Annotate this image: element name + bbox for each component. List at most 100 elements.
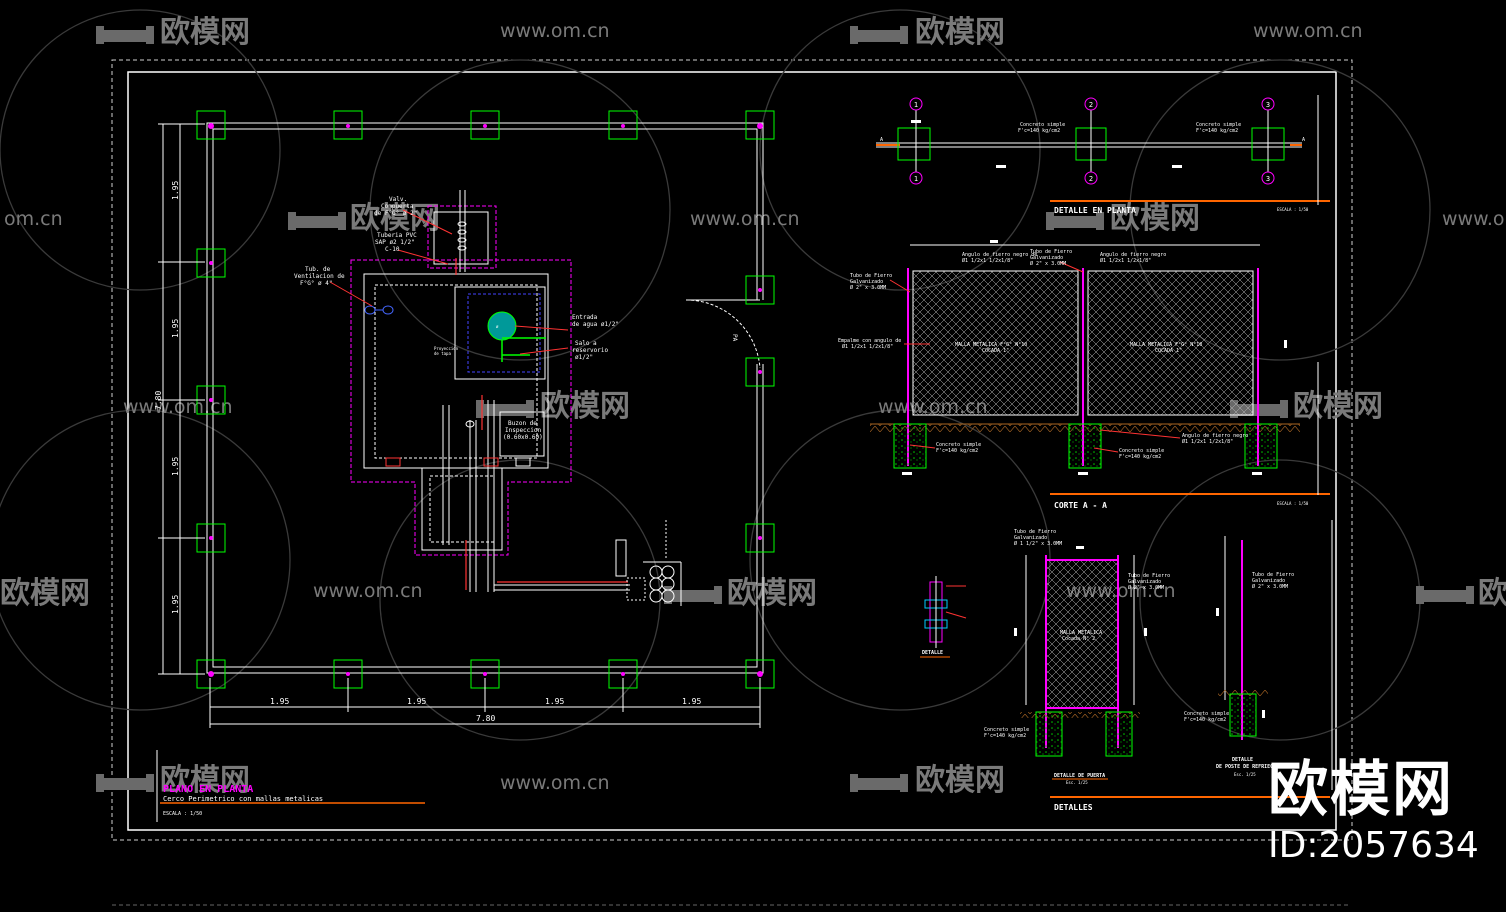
svg-text:Compuerta: Compuerta	[381, 203, 414, 210]
svg-text:COCADA 1": COCADA 1"	[1155, 348, 1182, 354]
svg-text:F°G° ø 4": F°G° ø 4"	[300, 280, 333, 287]
section-leaders	[889, 261, 1181, 453]
svg-text:MALLA METALICA F°G° N°10: MALLA METALICA F°G° N°10	[1130, 342, 1202, 348]
horizontal-dimension-labels: 1.95 1.95 1.95 1.95 7.80	[270, 697, 701, 723]
svg-text:Tubo de Fierro: Tubo de Fierro	[1030, 249, 1072, 255]
watermark-brand: 欧模网	[0, 576, 90, 611]
plan-notes: Valv. Compuerta de F°G° ø 2" Tuberia PVC…	[294, 196, 619, 441]
svg-text:1: 1	[914, 101, 918, 109]
watermark-url: www.om.cn	[500, 20, 610, 42]
vertical-dimensions	[158, 123, 205, 675]
watermark-brand: 欧模网	[915, 763, 1005, 798]
plan-subtitle: Cerco Perimetrico con mallas metalicas	[163, 795, 323, 803]
watermark-brand: 欧模网	[350, 201, 440, 236]
watermark-url: www.om.cn	[123, 396, 233, 418]
watermark-brand: 欧模网	[1110, 201, 1200, 236]
watermark-brand: 欧模网	[160, 15, 250, 50]
watermark-brand: 欧模网	[160, 763, 250, 798]
svg-text:MALLA METALICA F°G° N°10: MALLA METALICA F°G° N°10	[955, 342, 1027, 348]
svg-text:1.95: 1.95	[171, 457, 180, 476]
svg-text:Entrada: Entrada	[572, 314, 598, 321]
sofa-icon	[850, 774, 908, 792]
sofa-icon	[1046, 212, 1104, 230]
svg-text:Galvanizado: Galvanizado	[1030, 255, 1063, 261]
svg-text:Angulo de fierro negro: Angulo de fierro negro	[1100, 252, 1166, 258]
axis-lines	[915, 110, 1269, 172]
svg-text:DETALLE: DETALLE	[1232, 757, 1253, 763]
watermark-url: www.om.cn	[500, 772, 610, 794]
svg-text:Buzon de: Buzon de	[508, 420, 537, 427]
svg-text:MALLA METALICA: MALLA METALICA	[1060, 630, 1102, 636]
svg-text:C-10: C-10	[385, 246, 400, 253]
plan-view: PA	[154, 110, 775, 822]
door-notes: Tubo de Fierro Galvanizado Ø 1 1/2" x 3.…	[984, 529, 1170, 785]
dim-ticks	[911, 120, 1182, 168]
watermark-brand: 欧模网	[915, 15, 1005, 50]
svg-text:1.95: 1.95	[171, 319, 180, 338]
details-title: DETALLES	[1054, 803, 1093, 812]
svg-text:Ø 2" x 3.0MM: Ø 2" x 3.0MM	[850, 284, 886, 291]
door-detail	[1014, 546, 1147, 757]
watermark-url: www.om.cn	[1442, 208, 1506, 230]
svg-text:Ø 2" x 3.0MM: Ø 2" x 3.0MM	[1252, 583, 1288, 590]
inner-sheet-border	[127, 71, 1337, 831]
vertical-dimension-labels: 1.95 1.95 1.95 1.95 7.80	[154, 181, 180, 614]
svg-text:F'c=140 kg/cm2: F'c=140 kg/cm2	[984, 733, 1026, 739]
horizontal-dimensions	[209, 678, 761, 728]
gate-opening	[752, 300, 768, 364]
details-area: DETALLE Tubo de Fierro Galvanizado Ø 1 1…	[920, 95, 1333, 812]
svg-text:Ø 2" x 3.0MM: Ø 2" x 3.0MM	[1128, 584, 1164, 591]
svg-text:3: 3	[1266, 101, 1270, 109]
sofa-icon	[850, 26, 908, 44]
watermark-url: www.om.cn	[690, 208, 800, 230]
svg-text:1.95: 1.95	[270, 697, 289, 706]
svg-text:Angulo de fierro negro: Angulo de fierro negro	[1182, 433, 1248, 439]
plan-scale: ESCALA : 1/50	[163, 811, 202, 817]
sofa-icon	[96, 774, 154, 792]
footing	[1068, 423, 1102, 469]
svg-text:Concreto simple: Concreto simple	[984, 727, 1029, 733]
mesh-panel-left	[912, 270, 1079, 416]
svg-text:Ø1 1/2x1 1/2x1/8": Ø1 1/2x1 1/2x1/8"	[1182, 438, 1233, 445]
section-dim-ticks	[902, 240, 1287, 475]
svg-text:1.95: 1.95	[545, 697, 564, 706]
red-piping	[455, 258, 628, 590]
svg-text:Concreto simple: Concreto simple	[1119, 448, 1164, 454]
sofa-icon	[664, 586, 722, 604]
svg-text:Ø1 1/2x1 1/2x1/8": Ø1 1/2x1 1/2x1/8"	[962, 257, 1013, 264]
watermark-brand: 欧模网	[1478, 576, 1506, 611]
svg-text:A: A	[1302, 137, 1305, 143]
svg-text:Concreto simple: Concreto simple	[1184, 711, 1229, 717]
detail-plan-title: DETALLE EN PLANTA	[1054, 206, 1136, 215]
svg-text:de tapa: de tapa	[434, 351, 451, 356]
plan-title: PLANO EN PLANTA	[163, 784, 253, 795]
logo-id: ID:2057634	[1268, 825, 1479, 866]
svg-text:1.95: 1.95	[171, 595, 180, 614]
svg-text:1.95: 1.95	[171, 181, 180, 200]
svg-text:A: A	[880, 137, 883, 143]
svg-text:Esc. 1/25: Esc. 1/25	[1234, 772, 1256, 777]
svg-text:Proyeccion: Proyeccion	[434, 346, 459, 351]
svg-text:F'c=140 kg/cm2: F'c=140 kg/cm2	[1184, 717, 1226, 723]
svg-text:de agua ø1/2": de agua ø1/2"	[572, 321, 619, 328]
hinge-detail	[924, 576, 967, 648]
svg-text:Galvanizado: Galvanizado	[850, 279, 883, 285]
svg-text:ø1/2": ø1/2"	[575, 354, 593, 361]
svg-text:2: 2	[1089, 101, 1093, 109]
watermark-brand: 欧模网	[1293, 389, 1383, 424]
svg-text:1: 1	[914, 175, 918, 183]
svg-text:1.95: 1.95	[407, 697, 426, 706]
reservoir	[350, 190, 630, 592]
svg-text:ø: ø	[496, 324, 499, 329]
svg-text:Ø 2" x 3.0MM: Ø 2" x 3.0MM	[1030, 260, 1066, 267]
post-notes: Tubo de Fierro Galvanizado Ø 2" x 3.0MM …	[1184, 572, 1294, 777]
svg-text:1.95: 1.95	[682, 697, 701, 706]
svg-text:de F°G° ø 2": de F°G° ø 2"	[374, 210, 417, 217]
svg-text:Tubo de Fierro: Tubo de Fierro	[1014, 529, 1056, 535]
mesh-panel-right	[1087, 270, 1254, 416]
vent-pipe-symbol	[364, 305, 394, 315]
detail-plan-notes: Concreto simple F'c=140 kg/cm2 Concreto …	[880, 122, 1305, 143]
watermark-url: www.om.cn	[1253, 20, 1363, 42]
sofa-icon	[476, 400, 534, 418]
watermark-sofa-icons	[96, 26, 1474, 792]
